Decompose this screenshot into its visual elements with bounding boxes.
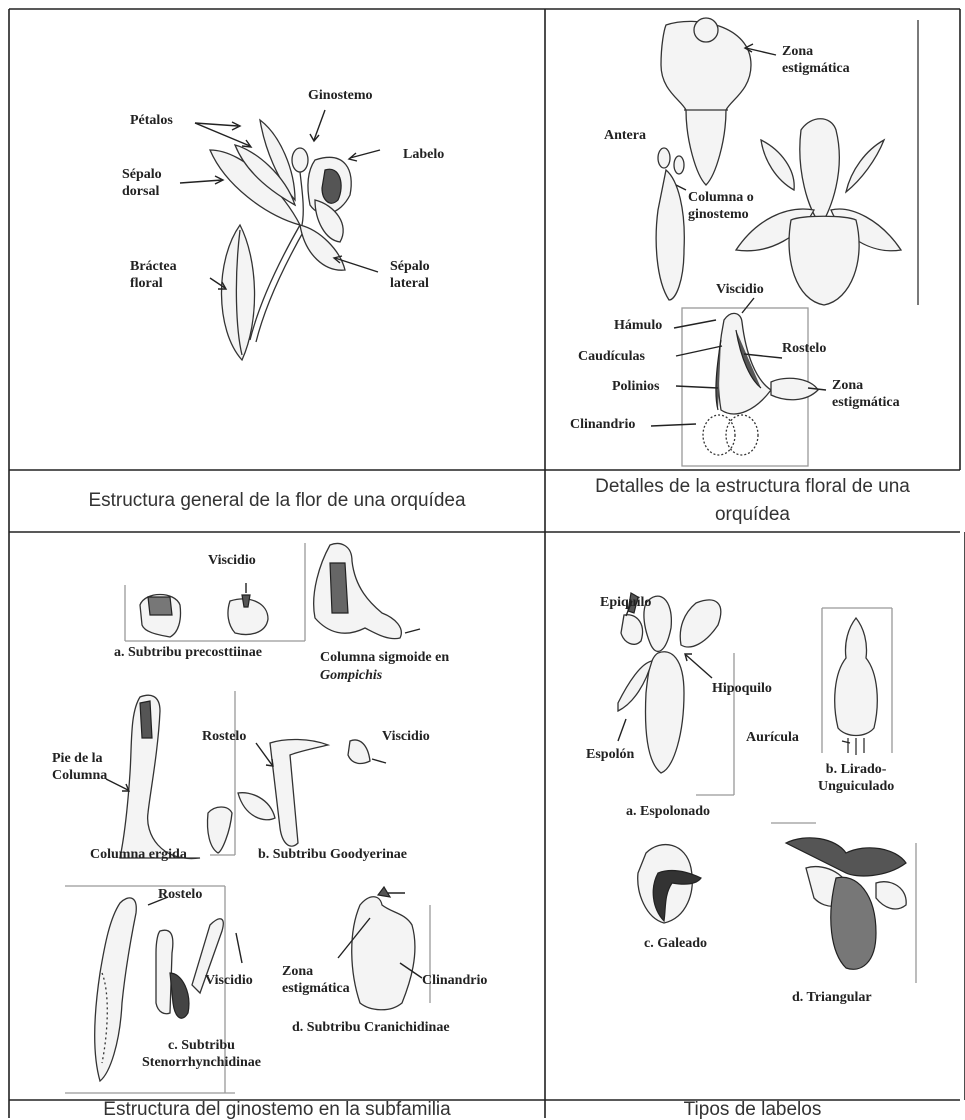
label-hamulo: Hámulo [614, 318, 662, 335]
label-subtribu-c: c. Subtribu Stenorrhynchidinae [142, 1038, 261, 1072]
label-triangular: d. Triangular [792, 990, 872, 1007]
label-sepalo-lateral: Sépalo lateral [390, 259, 430, 293]
gynostemium-drawing [10, 533, 544, 1099]
caption-bottom-left: Estructura del ginostemo en la subfamili… [10, 1101, 544, 1118]
label-clinandrio-d: Clinandrio [422, 973, 487, 990]
label-columna-ergida: Columna ergida [90, 847, 187, 864]
label-antera: Antera [604, 128, 646, 145]
label-polinios: Polinios [612, 379, 659, 396]
label-columna: Columna o ginostemo [688, 190, 754, 224]
label-viscidio-b: Viscidio [382, 729, 430, 746]
label-columna-sigmoide: Columna sigmoide en Gompichis [320, 649, 449, 684]
label-epiquilo: Epiquilo [600, 595, 651, 612]
label-zona-estigmatica-top: Zona estigmática [782, 44, 850, 78]
label-petalos: Pétalos [130, 113, 173, 130]
label-labelo: Labelo [403, 147, 444, 164]
label-rostelo-c: Rostelo [158, 887, 202, 904]
label-gompichis: Gompichis [320, 668, 382, 683]
label-subtribu-a: a. Subtribu precosttiinae [114, 645, 262, 662]
label-viscidio-c: Viscidio [205, 973, 253, 990]
panel-labellum-types: Epiquilo Hipoquilo Espolón a. Espolonado… [546, 533, 959, 1099]
label-rostelo: Rostelo [782, 341, 826, 358]
panel-gynostemium: Viscidio a. Subtribu precosttiinae Colum… [10, 533, 544, 1099]
label-columna-sigmoide-text: Columna sigmoide en [320, 650, 449, 665]
label-subtribu-b: b. Subtribu Goodyerinae [258, 847, 407, 864]
caption-top-right: Detalles de la estructura floral de una … [546, 471, 959, 531]
label-hipoquilo: Hipoquilo [712, 681, 772, 698]
label-rostelo-b: Rostelo [202, 729, 246, 746]
label-subtribu-d: d. Subtribu Cranichidinae [292, 1020, 450, 1037]
label-espolonado: a. Espolonado [626, 804, 710, 821]
label-zona-estigmatica-bottom: Zona estigmática [832, 378, 900, 412]
panel-flower-structure: Pétalos Ginostemo Sépalo dorsal Labelo B… [10, 10, 544, 469]
label-pie-columna: Pie de la Columna [52, 751, 107, 785]
label-clinandrio: Clinandrio [570, 417, 635, 434]
label-galeado: c. Galeado [644, 936, 707, 953]
label-zona-estigmatica-d: Zona estigmática [282, 964, 350, 998]
label-caudiculas: Caudículas [578, 349, 645, 366]
label-ginostemo: Ginostemo [308, 88, 373, 105]
labellum-types-drawing [546, 533, 959, 1099]
label-lirado: b. Lirado- Unguiculado [818, 762, 894, 796]
flower-drawing [10, 10, 544, 469]
label-espolon: Espolón [586, 747, 634, 764]
label-viscidio: Viscidio [716, 282, 764, 299]
label-auricula: Aurícula [746, 730, 799, 747]
caption-top-left: Estructura general de la flor de una orq… [10, 471, 544, 531]
panel-floral-details: Zona estigmática Antera Columna o ginost… [546, 10, 959, 469]
label-viscidio-a: Viscidio [208, 553, 256, 570]
label-sepalo-dorsal: Sépalo dorsal [122, 167, 162, 201]
caption-bottom-right: Tipos de labelos [546, 1101, 959, 1118]
label-bractea: Bráctea floral [130, 259, 177, 293]
